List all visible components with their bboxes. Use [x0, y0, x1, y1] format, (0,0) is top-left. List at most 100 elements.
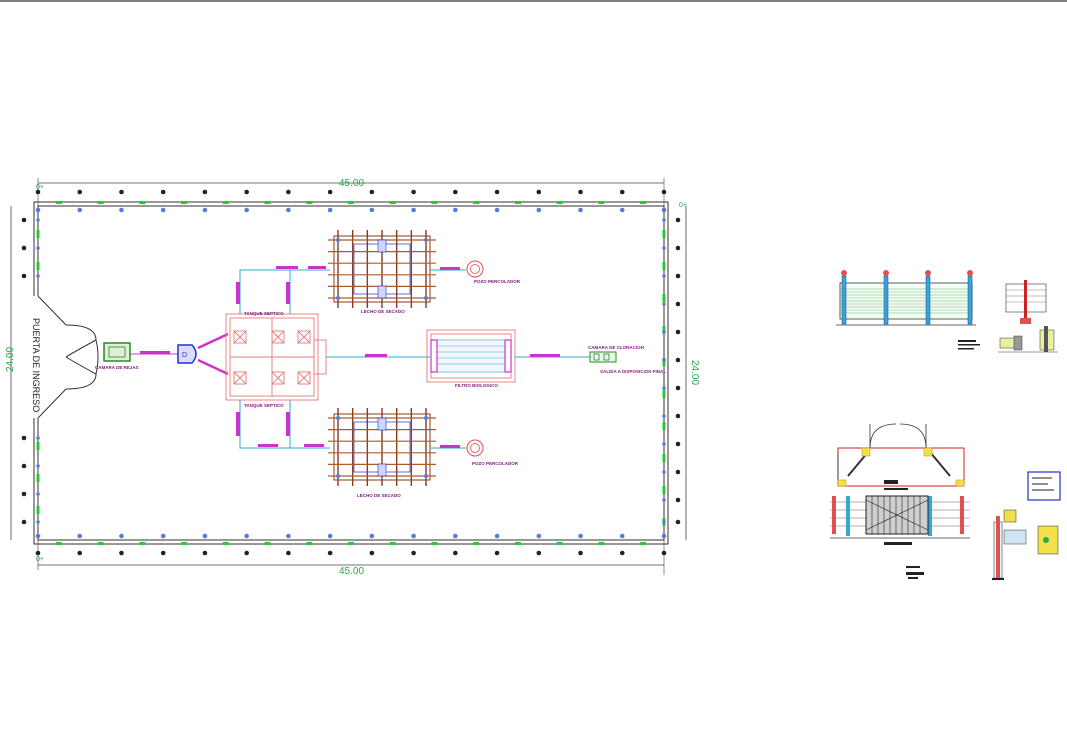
fence-dash	[36, 506, 40, 514]
bed-valve	[377, 463, 387, 477]
fence-post	[411, 207, 416, 213]
inflow-pipe	[130, 351, 178, 355]
bed-post	[336, 474, 340, 478]
fence-post	[675, 329, 681, 335]
fence-post	[36, 436, 40, 440]
fence-post	[494, 533, 500, 539]
fence-dash	[389, 201, 396, 204]
fence-post	[21, 519, 27, 525]
fence-dash	[139, 201, 146, 204]
bed-post	[336, 416, 340, 420]
fence-post	[536, 533, 542, 539]
fence-post	[675, 469, 681, 475]
fence-elevation-detail	[836, 270, 976, 326]
fence-dash	[389, 542, 396, 545]
fence-post	[578, 533, 583, 539]
fence-dash	[662, 326, 666, 334]
fence-post	[36, 246, 40, 250]
fence-post	[286, 550, 291, 556]
fence-post	[369, 533, 375, 539]
fence-post	[160, 533, 166, 539]
entrance-label: PUERTA DE INGRESO	[31, 318, 41, 412]
percolation-top-label: POZO PERCOLADOR	[474, 279, 521, 284]
fence-post	[21, 245, 27, 251]
marker-top-left: 0+	[36, 184, 44, 191]
fence-post	[411, 189, 416, 195]
fence-post	[661, 550, 667, 556]
fence-post	[494, 189, 500, 195]
split-pipes	[197, 332, 229, 376]
top-width-dimension: 45.00	[339, 178, 364, 189]
fence-post	[327, 207, 333, 213]
biological-filter-label: FILTRO BIOLOGICO	[455, 383, 498, 388]
fence-post	[662, 386, 666, 390]
fence-dash	[348, 542, 354, 545]
fence-post	[286, 207, 291, 213]
fence-post	[675, 273, 681, 279]
fence-post	[286, 533, 291, 539]
bed-post	[424, 238, 428, 242]
fence-post	[619, 207, 625, 213]
fence-post	[21, 217, 27, 223]
fence-dash	[306, 201, 313, 204]
fence-post	[662, 330, 666, 334]
marker-top-right: 0+	[679, 202, 687, 209]
fence-post	[244, 533, 249, 539]
fence-post	[244, 189, 249, 195]
fence-dash	[473, 201, 480, 204]
fence-dash	[640, 542, 647, 545]
fence-dash	[36, 262, 40, 270]
fence-post	[453, 207, 458, 213]
marker-bottom-left: 0+	[36, 556, 44, 563]
fence-dash	[222, 542, 229, 545]
fence-dash	[473, 542, 480, 545]
fence-dash	[97, 542, 104, 545]
fence-post	[77, 550, 83, 556]
fence-post	[202, 550, 208, 556]
fence-post	[411, 533, 416, 539]
bed-post	[424, 474, 428, 478]
gate-column-detail	[992, 471, 1061, 580]
fence-post	[675, 497, 681, 503]
fence-dash	[222, 201, 229, 204]
fence-post	[119, 189, 124, 195]
biological-filter	[426, 329, 516, 383]
perimeter-fence	[33, 201, 669, 545]
fence-dash	[556, 542, 563, 545]
fence-post	[369, 207, 375, 213]
fence-post	[661, 189, 667, 195]
fence-post	[36, 520, 40, 524]
fence-dash	[514, 542, 521, 545]
bed-post	[336, 238, 340, 242]
percolation-bottom-label: POZO PERCOLADOR	[472, 461, 519, 466]
anchor-details	[958, 326, 1058, 353]
gate-plan-detail	[837, 423, 965, 490]
fence-post	[327, 533, 333, 539]
fence-post	[202, 189, 208, 195]
right-height-dimension: 24.00	[689, 360, 700, 385]
bed-post	[424, 296, 428, 300]
fence-post	[662, 246, 666, 250]
fence-dash	[55, 201, 62, 204]
fence-post	[662, 302, 666, 306]
fence-dash	[514, 201, 521, 204]
entrance-gate	[37, 295, 99, 419]
fence-post	[35, 533, 41, 539]
fence-post	[662, 218, 666, 222]
drying-bed-top-label: LECHO DE SECADO	[361, 309, 405, 314]
fence-post	[536, 550, 542, 556]
sludge-pipe-segments	[236, 266, 326, 447]
filter-outflow-pipe	[515, 354, 590, 358]
fence-post	[77, 533, 83, 539]
fence-section-detail	[1005, 280, 1047, 324]
fence-dash	[662, 486, 666, 494]
bed-valve	[377, 417, 387, 431]
fence-post	[675, 217, 681, 223]
fence-post	[35, 189, 41, 195]
bed-post	[336, 296, 340, 300]
percolation-well-bottom	[466, 439, 484, 457]
fence-post	[662, 520, 666, 524]
fence-post	[619, 550, 625, 556]
fence-post	[578, 189, 583, 195]
fence-post	[619, 533, 625, 539]
